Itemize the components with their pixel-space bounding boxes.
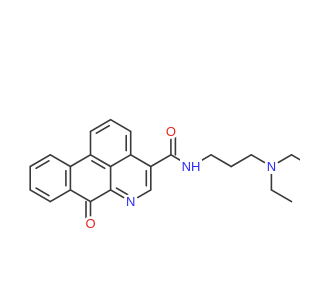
ring-c-bond (109, 154, 132, 168)
ethyl-bond (270, 189, 293, 203)
chain-bond (210, 154, 232, 168)
ring-a-bond (29, 154, 52, 168)
carbonyl-oxygen-label: O (85, 216, 95, 231)
ring-d-bond (129, 154, 152, 168)
ethyl-bond (290, 154, 300, 161)
amine-nitrogen-label: N (267, 159, 276, 174)
ring-b-bond (89, 154, 112, 168)
amide-oxygen-label: O (166, 124, 176, 139)
ring-a-bond (49, 189, 72, 203)
ring-a-bond (29, 189, 52, 203)
ring-d-double-bond (115, 187, 131, 197)
amide-nh-label: NH (182, 159, 201, 174)
ring-b-bond (89, 189, 112, 203)
ring-nitrogen-label: N (126, 194, 135, 209)
ring-a-double-bond (35, 187, 50, 197)
ring-a-bond (49, 154, 72, 168)
atom-labels: O N O NH N (83, 123, 279, 232)
ring-b-bond (69, 154, 92, 168)
ring-c-bond (109, 118, 132, 133)
amide-carbon-bond (150, 154, 172, 168)
ring-c-bond (89, 118, 112, 133)
ring-b-double-bond (91, 160, 106, 170)
ring-b-bond (69, 189, 92, 203)
ring-a-double-bond (35, 160, 50, 170)
molecule-structure: O N O NH N (29, 118, 300, 232)
chain-bond (230, 154, 253, 168)
ring-c-double-bond (95, 124, 111, 134)
